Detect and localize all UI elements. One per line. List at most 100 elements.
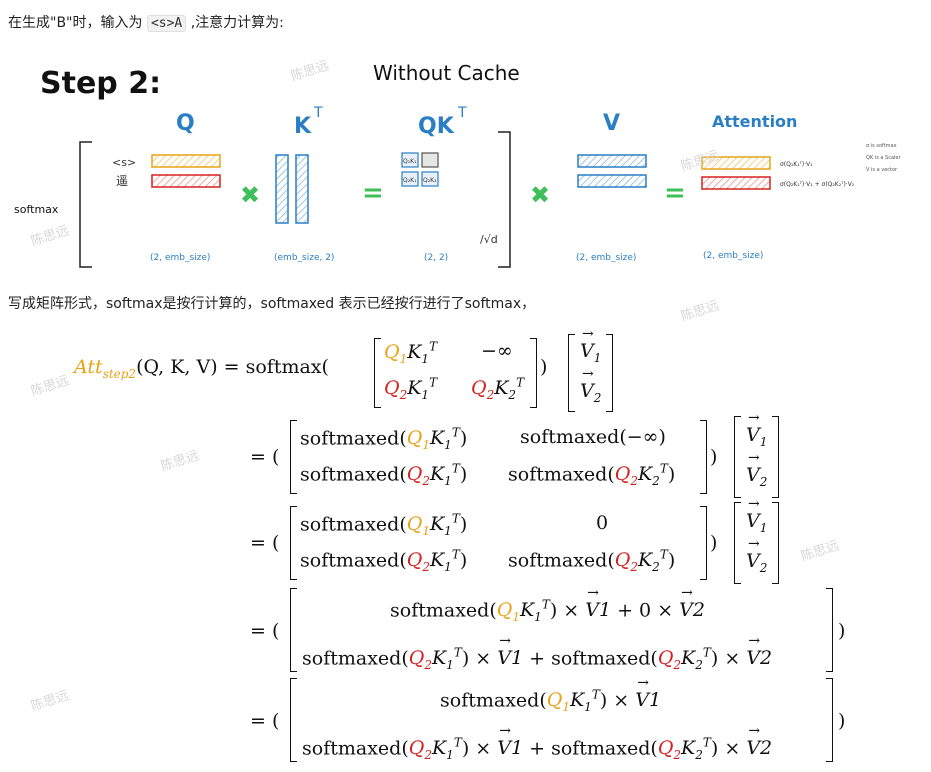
l5-r1: softmaxed(Q1K1T) × V1	[440, 675, 661, 714]
l2-vec-left	[734, 416, 741, 498]
l1-r2c2: Q2K2T	[471, 376, 525, 403]
attention-diagram: Step 2: Without Cache Q K T QK T V Atten…	[14, 61, 901, 268]
v-row-1	[577, 154, 647, 168]
token-s: <s>	[112, 156, 136, 169]
dim-att: (2, emb_size)	[703, 251, 763, 261]
qkt-cell-12	[421, 152, 439, 168]
l3-v2: V2	[746, 536, 767, 575]
l2-mat-right	[700, 420, 707, 494]
att-row-1	[701, 156, 771, 170]
right-bracket	[498, 131, 511, 268]
v-row-2	[577, 174, 647, 188]
l4-paren: )	[838, 620, 846, 642]
l1-vec-left	[568, 334, 575, 412]
l3-r1c2: 0	[596, 512, 609, 534]
q-row-2	[151, 174, 221, 188]
qkt-cell-21	[401, 171, 419, 187]
qkt-cell-22	[421, 171, 439, 187]
watermark: 陈思远	[29, 373, 71, 400]
intro-prefix: 在生成"B"时，输入为	[8, 15, 143, 31]
l4-mat-left	[290, 588, 297, 672]
l2-vec-right	[772, 416, 779, 498]
l2-r2c2: softmaxed(Q2K2T)	[508, 462, 676, 489]
header-attention: Attention	[712, 112, 797, 131]
att-row-2	[701, 176, 771, 190]
l3-v1: V1	[746, 496, 767, 535]
qkt-cell-11-text: Q₁K₁	[403, 158, 417, 165]
dim-qkt: (2, 2)	[424, 253, 448, 263]
watermark: 陈思远	[29, 688, 71, 715]
l1-r1c2: −∞	[481, 340, 513, 362]
l1-r1: Q1K1T	[384, 340, 438, 367]
header-q: Q	[176, 111, 195, 136]
l5-mat-left	[290, 678, 297, 762]
att-row-2-text: σ(Q₂K₁ᵀ)·V₁ + σ(Q₂K₂ᵀ)·V₂	[780, 181, 855, 188]
qkt-cell-21-text: Q₂K₁	[403, 177, 417, 184]
l1-vec-right	[606, 334, 613, 412]
kt-col-1	[275, 154, 289, 224]
qkt-cell-11	[401, 152, 419, 168]
l2-v1: V1	[746, 410, 767, 449]
l5-r2: softmaxed(Q2K1T) × V1 + softmaxed(Q2K2T)…	[302, 723, 772, 762]
l2-v2: V2	[746, 450, 767, 489]
l3-r2c2: softmaxed(Q2K2T)	[508, 548, 676, 575]
header-kt: K	[294, 114, 312, 139]
att-symbol: Att	[74, 356, 103, 378]
note-1: σ is softmax	[866, 143, 897, 149]
header-v: V	[603, 111, 620, 136]
left-bracket	[79, 141, 92, 268]
header-qkt: QK	[418, 114, 455, 139]
l1-mat-left	[374, 338, 381, 408]
l3-r2c1: softmaxed(Q2K1T)	[300, 548, 468, 575]
l3-vec-right	[772, 502, 779, 584]
att-args: (Q, K, V) = softmax(	[136, 356, 329, 378]
l4-mat-right	[826, 588, 833, 672]
l3-r1c1: softmaxed(Q1K1T)	[300, 512, 468, 539]
inline-code: <s>A	[146, 15, 187, 32]
multiply-icon: ✖	[240, 181, 260, 209]
l2-mat-left	[290, 420, 297, 494]
matrix-paragraph: 写成矩阵形式，softmax是按行计算的，softmaxed 表示已经按行进行了…	[8, 296, 536, 312]
l3-mat-left	[290, 506, 297, 580]
kt-col-2	[295, 154, 309, 224]
multiply-icon-2: ✖	[530, 181, 550, 209]
l4-eq: = (	[250, 620, 280, 642]
l4-r2: softmaxed(Q2K1T) × V1 + softmaxed(Q2K2T)…	[302, 633, 772, 672]
dim-q: (2, emb_size)	[150, 253, 210, 263]
att-row-1-text: σ(Q₁K₁ᵀ)·V₁	[780, 161, 813, 168]
l5-mat-right	[826, 678, 833, 762]
l2-paren: )	[710, 446, 718, 468]
intro-suffix: ,注意力计算为:	[190, 15, 284, 31]
watermark: 陈思远	[159, 448, 201, 475]
sqrt-d: /√d	[480, 233, 498, 246]
q-row-1	[151, 154, 221, 168]
l3-vec-left	[734, 502, 741, 584]
l2-eq: = (	[250, 446, 280, 468]
watermark: 陈思远	[799, 538, 841, 565]
l3-paren: )	[710, 532, 718, 554]
l1-mat-right	[530, 338, 537, 408]
note-3: V is a vector	[866, 167, 898, 173]
eq-line-1: Attstep2(Q, K, V) = softmax(	[74, 356, 329, 381]
diagram-title: Step 2:	[40, 66, 161, 101]
token-char: 遥	[116, 174, 128, 188]
l2-r1c2: softmaxed(−∞)	[520, 426, 666, 448]
l5-paren: )	[838, 710, 846, 732]
dim-v: (2, emb_size)	[576, 253, 636, 263]
l2-r1c1: softmaxed(Q1K1T)	[300, 426, 468, 453]
l1-v1: V1	[580, 326, 601, 365]
l1-v2: V2	[580, 366, 601, 405]
equals-icon: =	[362, 178, 384, 208]
l5-eq: = (	[250, 710, 280, 732]
qkt-cell-22-text: Q₂K₂	[423, 177, 437, 184]
l2-r2c1: softmaxed(Q2K1T)	[300, 462, 468, 489]
l4-r1: softmaxed(Q1K1T) × V1 + 0 × V2	[390, 585, 705, 624]
l1-paren: )	[540, 356, 548, 378]
equals-icon-2: =	[664, 178, 686, 208]
att-sub: step2	[102, 366, 137, 381]
header-qkt-sup: T	[457, 105, 467, 121]
softmax-label: softmax	[14, 203, 59, 216]
note-2: QK is a Scaler	[866, 155, 901, 161]
dim-kt: (emb_size, 2)	[274, 253, 334, 263]
header-kt-sup: T	[313, 105, 323, 121]
